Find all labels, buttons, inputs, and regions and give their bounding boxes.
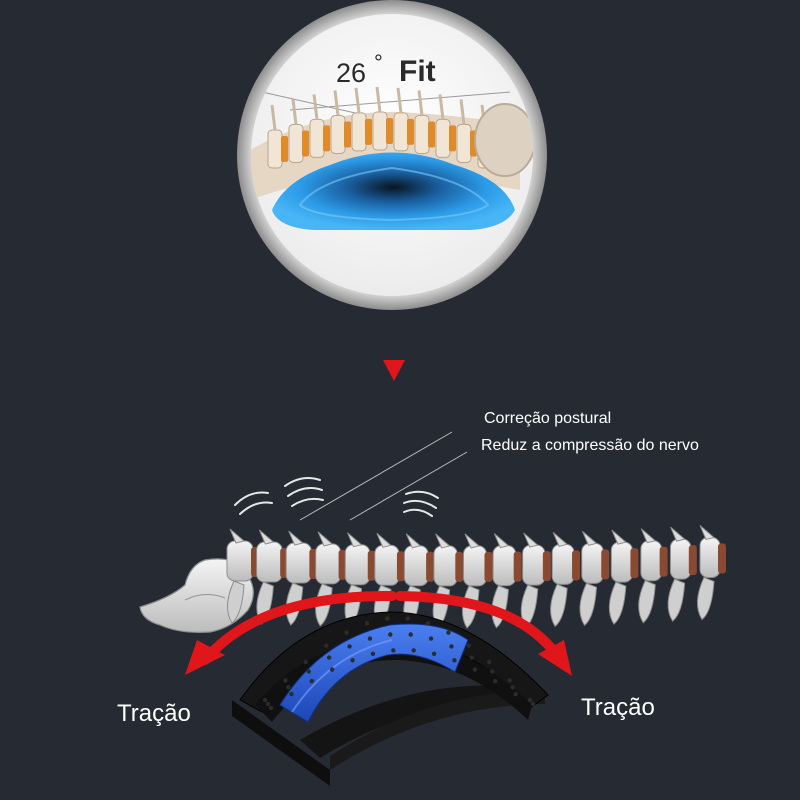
angle-degree: ° bbox=[374, 50, 383, 75]
angle-number: 26 bbox=[336, 58, 367, 88]
traction-arrows bbox=[185, 590, 572, 676]
spine-illustration bbox=[139, 525, 726, 633]
traction-left-label: Tração bbox=[117, 700, 191, 727]
vibration-waves-icon bbox=[234, 477, 439, 517]
traction-right-label: Tração bbox=[581, 694, 655, 721]
inset-blue-cushion-icon bbox=[272, 152, 515, 230]
callout-line-posture bbox=[299, 431, 453, 521]
back-stretcher-device-icon bbox=[232, 611, 549, 786]
spine-closeup-inset bbox=[237, 0, 547, 310]
callout-line-nerve bbox=[349, 451, 468, 521]
callout-posture-label: Correção postural bbox=[484, 410, 612, 427]
right-arrow-icon bbox=[395, 591, 565, 665]
callout-nerve-label: Reduz a compressão do nervo bbox=[481, 437, 699, 454]
left-arrow-icon bbox=[200, 590, 397, 665]
down-triangle-icon bbox=[383, 360, 405, 381]
fit-label: Fit bbox=[399, 55, 436, 88]
